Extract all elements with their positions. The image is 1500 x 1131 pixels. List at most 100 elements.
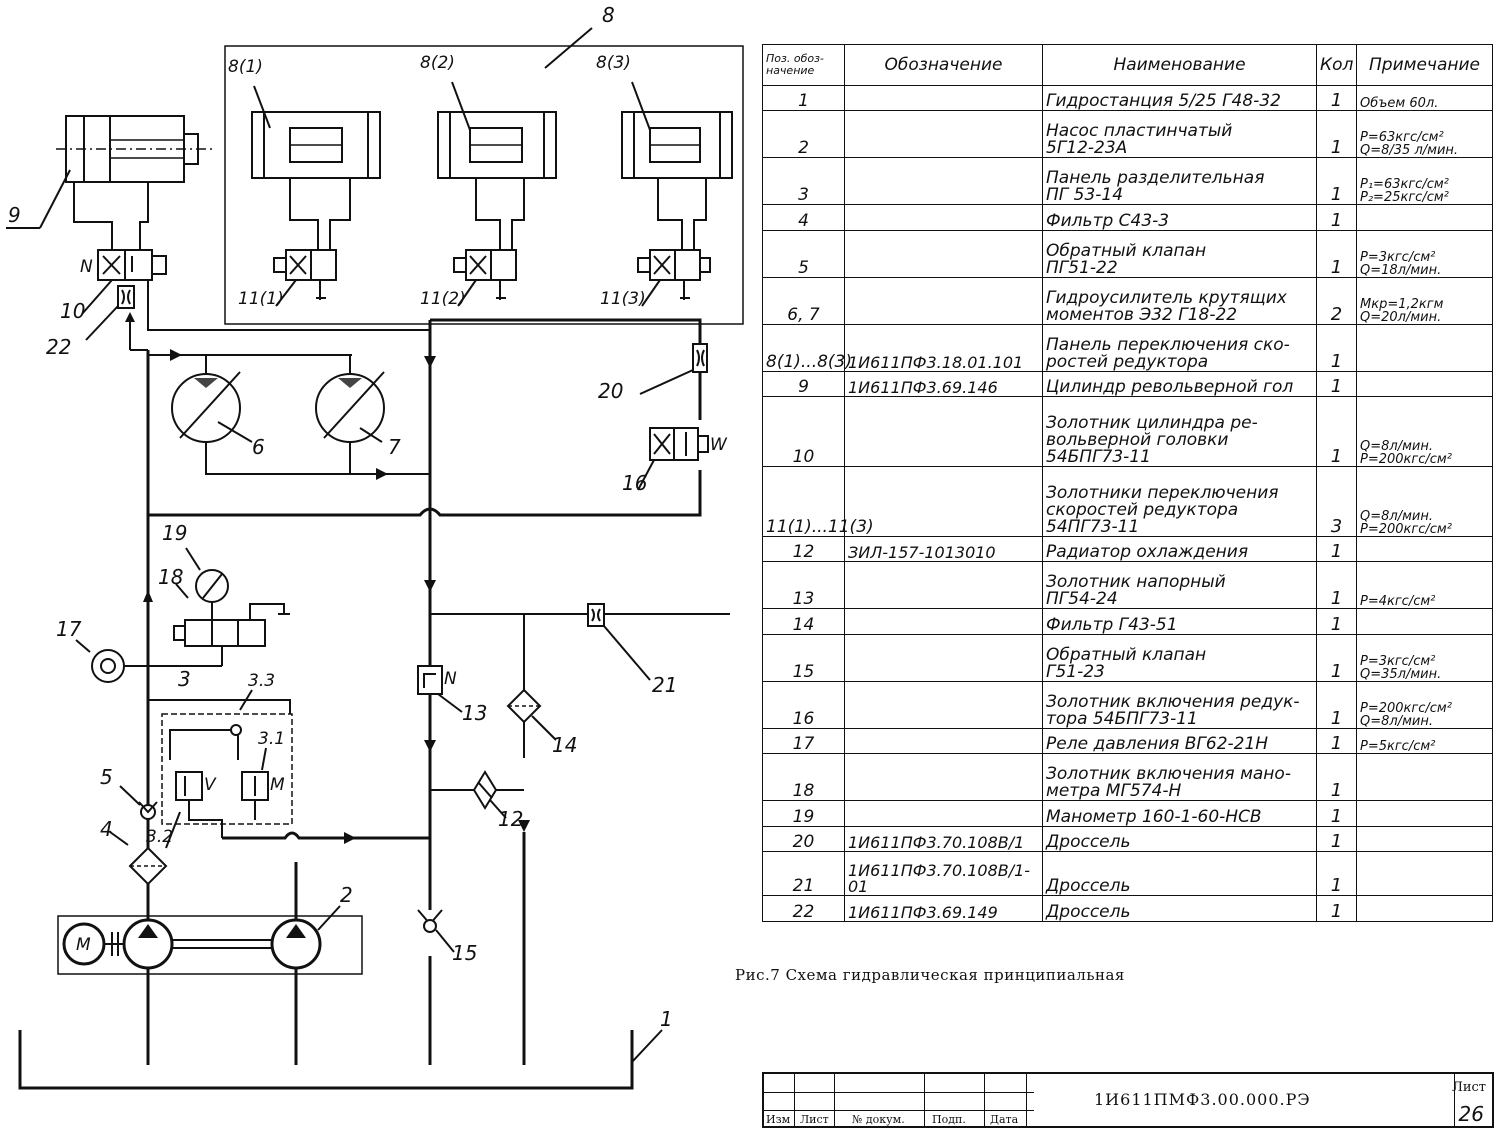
table-row: 11(1)...11(3)Золотники переключения скор…	[762, 465, 1493, 537]
cell-note	[1356, 608, 1493, 635]
cell-note	[1356, 753, 1493, 802]
cell-qty: 1	[1316, 84, 1357, 112]
radiator-12	[472, 770, 507, 819]
header-note: Примечание	[1356, 44, 1493, 86]
cell-note: P=3кгс/см² Q=35л/мин.	[1356, 633, 1493, 682]
cell-name: Дроссель	[1042, 895, 1317, 922]
cell-pos: 15	[762, 633, 845, 682]
torque-amplifiers-6-7	[148, 349, 430, 480]
cell-qty: 1	[1316, 535, 1357, 563]
header-pos: Поз. обоз- начение	[762, 44, 845, 86]
label-n-valve-13: N	[444, 669, 457, 689]
cell-name: Цилиндр револьверной гол	[1042, 370, 1317, 398]
cell-pos: 19	[762, 800, 845, 827]
figure-caption: Рис.7 Схема гидравлическая принципиальна…	[735, 966, 1125, 984]
cell-pos: 10	[762, 396, 845, 467]
cell-pos: 21	[762, 850, 845, 897]
cell-designation: 1И611ПФ3.18.01.101	[844, 323, 1043, 372]
filter-14	[506, 688, 557, 741]
turret-valve-10	[81, 249, 430, 331]
cell-pos: 22	[762, 895, 845, 922]
cell-name: Панель переключения ско- ростей редуктор…	[1042, 323, 1317, 372]
cell-name: Фильтр Г43-51	[1042, 608, 1317, 635]
speed-panel-frame-8	[224, 45, 744, 325]
cell-note: Q=8л/мин. P=200кгс/см²	[1356, 396, 1493, 467]
specification-table: Поз. обоз- начение Обозначение Наименова…	[762, 44, 1493, 922]
label-6: 6	[252, 435, 265, 459]
cell-pos: 13	[762, 561, 845, 610]
cell-pos: 2	[762, 110, 845, 159]
label-3-1: 3.1	[258, 729, 285, 749]
cell-qty: 1	[1316, 633, 1357, 682]
throttle-22	[85, 285, 135, 341]
pressure-gauge-19	[185, 547, 229, 620]
cell-qty: 2	[1316, 276, 1357, 325]
label-5: 5	[100, 765, 113, 789]
cell-name: Дроссель	[1042, 850, 1317, 897]
label-8-1: 8(1)	[228, 57, 263, 77]
cell-designation	[844, 110, 1043, 159]
label-17: 17	[56, 617, 82, 641]
cell-name: Радиатор охлаждения	[1042, 535, 1317, 563]
sheet-label: Лист	[1452, 1080, 1486, 1095]
cell-designation: 1И611ПФ3.69.146	[844, 370, 1043, 398]
cell-qty: 1	[1316, 396, 1357, 467]
tb-col-izm: Изм	[766, 1113, 791, 1126]
hydraulic-schematic: 1 2 3 3.3 3.1 3.2 4 5 6 7 8 8(1) 8(2) 8(…	[6, 3, 744, 1090]
table-row: 10 Золотник цилиндра ре- вольверной голов…	[762, 396, 1493, 467]
cell-pos: 8(1)...8(3)	[762, 323, 852, 372]
cell-designation: 1И611ПФ3.70.108В/1	[844, 825, 1043, 852]
label-20: 20	[598, 379, 623, 403]
cell-note: P=3кгс/см² Q=18л/мин.	[1356, 229, 1493, 278]
header-name: Наименование	[1042, 44, 1317, 86]
cell-designation	[844, 633, 1043, 682]
tb-col-sign: Подп.	[932, 1113, 966, 1126]
tank-1	[18, 1029, 663, 1090]
throttle-21	[587, 603, 651, 681]
label-8: 8	[602, 3, 615, 27]
speed-valve-11-1	[273, 249, 337, 307]
cell-designation	[844, 608, 1043, 635]
cell-pos: 17	[762, 727, 845, 755]
label-8-2: 8(2)	[420, 53, 455, 73]
label-21: 21	[652, 673, 677, 697]
separator-panel-3	[147, 689, 293, 849]
cell-name: Фильтр С43-3	[1042, 204, 1317, 231]
cell-note: P=63кгс/см² Q=8/35 л/мин.	[1356, 110, 1493, 159]
label-14: 14	[552, 733, 577, 757]
label-16: 16	[622, 471, 647, 495]
tb-col-list: Лист	[800, 1113, 829, 1126]
cell-qty: 1	[1316, 800, 1357, 827]
cell-note	[1356, 370, 1493, 398]
cell-qty: 1	[1316, 850, 1357, 897]
cell-qty: 1	[1316, 323, 1357, 372]
cell-qty: 1	[1316, 370, 1357, 398]
cell-qty: 1	[1316, 157, 1357, 206]
label-2: 2	[340, 883, 353, 907]
document-number: 1И611ПМФ3.00.000.РЭ	[1094, 1090, 1311, 1109]
cell-pos: 6, 7	[762, 276, 845, 325]
cell-name: Насос пластинчатый 5Г12-23А	[1042, 110, 1317, 159]
cell-name: Панель разделительная ПГ 53-14	[1042, 157, 1317, 206]
cell-designation	[844, 204, 1043, 231]
cell-name: Гидроусилитель крутящих моментов Э32 Г18…	[1042, 276, 1317, 325]
label-7: 7	[388, 435, 401, 459]
position-labels: 1 2 3 3.3 3.1 3.2 4 5 6 7 8 8(1) 8(2) 8(…	[8, 3, 728, 1031]
title-block: Изм Лист № докум. Подп. Дата 1И611ПМФ3.0…	[762, 1072, 1494, 1128]
cell-designation	[844, 396, 1043, 467]
cell-note: P=4кгс/см²	[1356, 561, 1493, 610]
cell-name: Золотник цилиндра ре- вольверной головки…	[1042, 396, 1317, 467]
header-designation: Обозначение	[844, 44, 1043, 86]
label-8-3: 8(3)	[596, 53, 631, 73]
cell-qty: 1	[1316, 727, 1357, 755]
cell-designation	[844, 229, 1043, 278]
cell-designation	[844, 84, 1043, 112]
